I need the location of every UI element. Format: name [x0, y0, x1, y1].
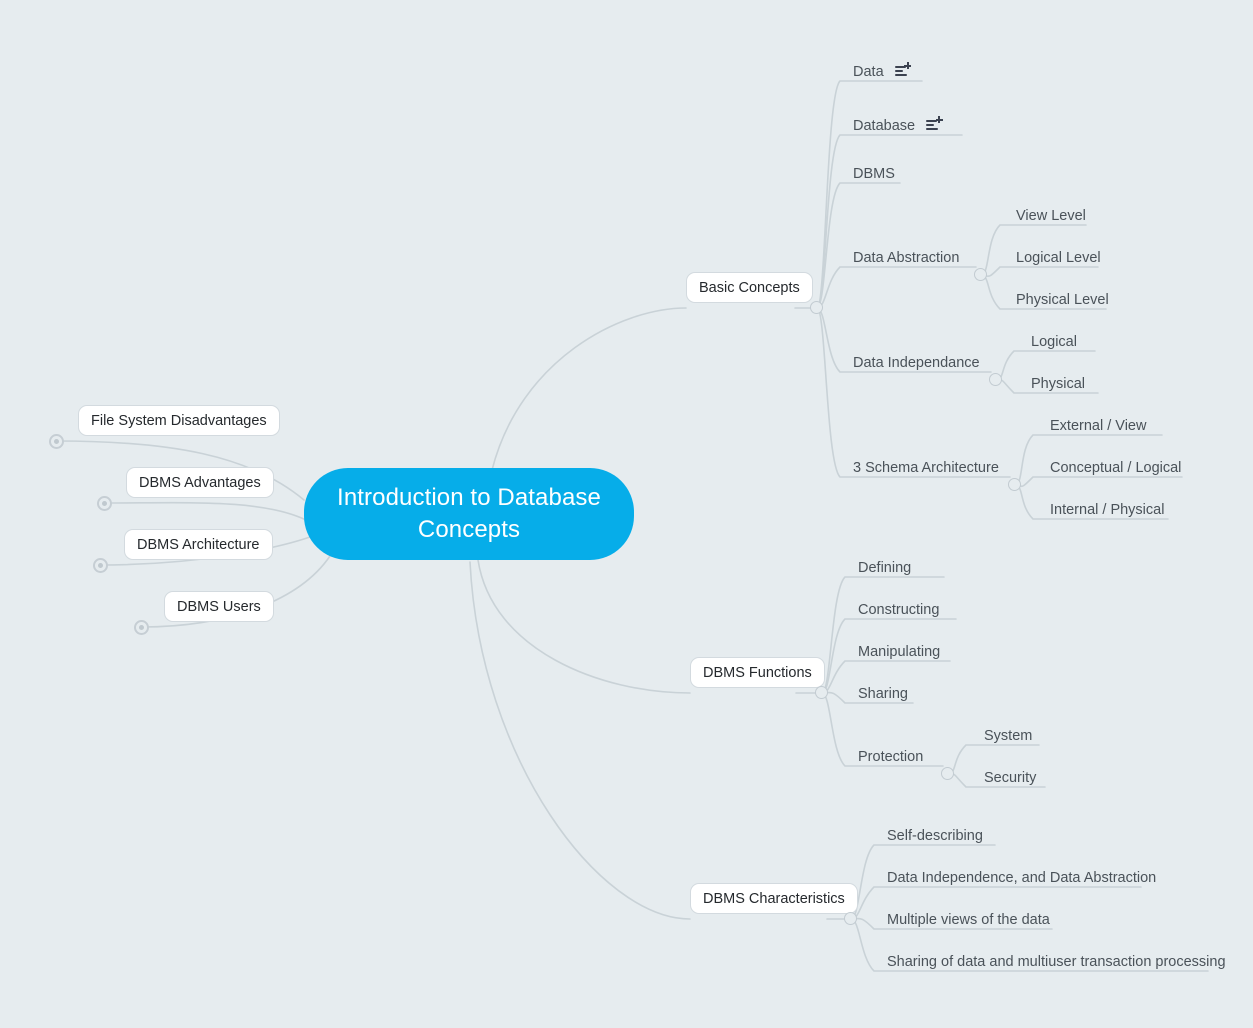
branch-label: File System Disadvantages — [91, 412, 267, 429]
leaf-label: DBMS — [853, 165, 895, 182]
add-note-icon[interactable] — [926, 116, 943, 132]
hub-file-system-disadvantages[interactable] — [49, 434, 64, 449]
hub-basic-concepts[interactable] — [810, 301, 823, 314]
hub-data-independance[interactable] — [989, 373, 1002, 386]
leaf-label: 3 Schema Architecture — [853, 459, 999, 476]
leaf-label: View Level — [1016, 207, 1086, 224]
leaf-label: Conceptual / Logical — [1050, 459, 1182, 476]
hub-protection[interactable] — [941, 767, 954, 780]
leaf-label: Logical Level — [1016, 249, 1101, 266]
leaf-external-view[interactable]: External / View — [1050, 415, 1146, 436]
leaf-multiple-views[interactable]: Multiple views of the data — [887, 909, 1050, 930]
branch-dbms-advantages[interactable]: DBMS Advantages — [126, 467, 274, 498]
hub-dbms-architecture[interactable] — [93, 558, 108, 573]
leaf-data-independence-abstraction[interactable]: Data Independence, and Data Abstraction — [887, 867, 1156, 888]
leaf-label: External / View — [1050, 417, 1147, 434]
leaf-label: Physical Level — [1016, 291, 1109, 308]
leaf-security[interactable]: Security — [984, 767, 1036, 788]
leaf-protection[interactable]: Protection — [858, 746, 923, 767]
branch-dbms-characteristics[interactable]: DBMS Characteristics — [690, 883, 858, 914]
leaf-label: Constructing — [858, 601, 940, 618]
leaf-label: Physical — [1031, 375, 1085, 392]
hub-dbms-functions[interactable] — [815, 686, 828, 699]
leaf-3-schema-architecture[interactable]: 3 Schema Architecture — [853, 457, 999, 478]
leaf-defining[interactable]: Defining — [858, 557, 911, 578]
leaf-label: Defining — [858, 559, 912, 576]
hub-3-schema-architecture[interactable] — [1008, 478, 1021, 491]
leaf-label: Sharing — [858, 685, 908, 702]
leaf-dbms[interactable]: DBMS — [853, 163, 895, 184]
leaf-label: Protection — [858, 748, 924, 765]
leaf-label: Multiple views of the data — [887, 911, 1050, 928]
leaf-internal-physical[interactable]: Internal / Physical — [1050, 499, 1164, 520]
leaf-sharing-multiuser[interactable]: Sharing of data and multiuser transactio… — [887, 951, 1226, 972]
branch-dbms-users[interactable]: DBMS Users — [164, 591, 274, 622]
leaf-label: Data Independance — [853, 354, 980, 371]
leaf-logical[interactable]: Logical — [1031, 331, 1077, 352]
leaf-label: Data — [853, 63, 884, 80]
branch-label: DBMS Characteristics — [703, 890, 845, 907]
hub-dbms-advantages[interactable] — [97, 496, 112, 511]
leaf-label: Manipulating — [858, 643, 941, 660]
branch-label: DBMS Architecture — [137, 536, 260, 553]
leaf-label: Data Abstraction — [853, 249, 960, 266]
leaf-label: Data Independence, and Data Abstraction — [887, 869, 1157, 886]
leaf-label: Security — [984, 769, 1037, 786]
branch-dbms-architecture[interactable]: DBMS Architecture — [124, 529, 273, 560]
leaf-label: System — [984, 727, 1033, 744]
hub-dbms-users[interactable] — [134, 620, 149, 635]
leaf-self-describing[interactable]: Self-describing — [887, 825, 983, 846]
leaf-sharing[interactable]: Sharing — [858, 683, 908, 704]
leaf-view-level[interactable]: View Level — [1016, 205, 1086, 226]
leaf-physical-level[interactable]: Physical Level — [1016, 289, 1109, 310]
leaf-physical[interactable]: Physical — [1031, 373, 1085, 394]
leaf-label: Logical — [1031, 333, 1077, 350]
branch-dbms-functions[interactable]: DBMS Functions — [690, 657, 825, 688]
add-note-icon[interactable] — [894, 62, 912, 78]
leaf-label: Sharing of data and multiuser transactio… — [887, 953, 1226, 970]
hub-data-abstraction[interactable] — [974, 268, 987, 281]
leaf-manipulating[interactable]: Manipulating — [858, 641, 940, 662]
leaf-conceptual-logical[interactable]: Conceptual / Logical — [1050, 457, 1181, 478]
branch-file-system-disadvantages[interactable]: File System Disadvantages — [78, 405, 280, 436]
leaf-data[interactable]: Data — [853, 61, 912, 82]
hub-dbms-characteristics[interactable] — [844, 912, 857, 925]
branch-basic-concepts[interactable]: Basic Concepts — [686, 272, 813, 303]
leaf-constructing[interactable]: Constructing — [858, 599, 939, 620]
leaf-data-abstraction[interactable]: Data Abstraction — [853, 247, 959, 268]
branch-label: DBMS Functions — [703, 664, 812, 681]
root-node[interactable]: Introduction to Database Concepts — [304, 468, 634, 560]
root-node-label: Introduction to Database Concepts — [337, 484, 601, 543]
leaf-label: Internal / Physical — [1050, 501, 1165, 518]
leaf-database[interactable]: Database — [853, 115, 943, 136]
leaf-system[interactable]: System — [984, 725, 1032, 746]
branch-label: Basic Concepts — [699, 279, 800, 296]
leaf-label: Database — [853, 117, 916, 134]
leaf-logical-level[interactable]: Logical Level — [1016, 247, 1101, 268]
leaf-label: Self-describing — [887, 827, 983, 844]
branch-label: DBMS Users — [177, 598, 261, 615]
leaf-data-independance[interactable]: Data Independance — [853, 352, 980, 373]
branch-label: DBMS Advantages — [139, 474, 261, 491]
